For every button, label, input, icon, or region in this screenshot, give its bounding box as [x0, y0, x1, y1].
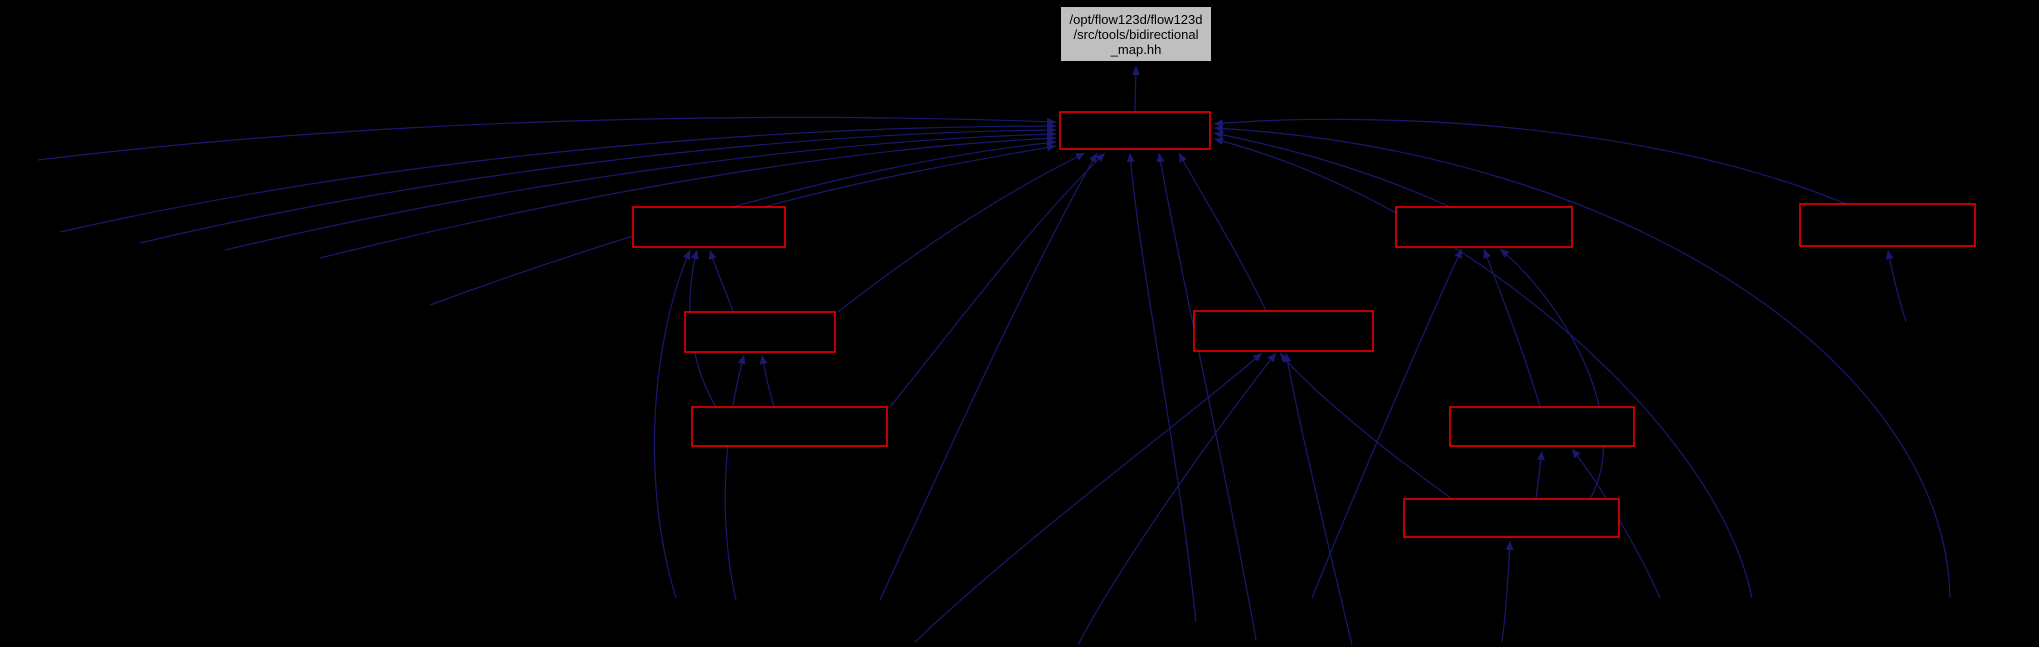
dependency-edge-bottom-to-center-d [914, 352, 1263, 643]
dependency-edge-bottom-to-right-e [1311, 248, 1463, 599]
dependency-edge-bottom-to-hub [879, 152, 1098, 601]
dependency-edge-offscreen-to-hub [429, 138, 1057, 306]
root-file-node: /opt/flow123d/flow123d /src/tools/bidire… [1060, 6, 1212, 62]
dependency-edge-offscreen-to-hub [319, 134, 1057, 259]
dependency-edge-bottom-to-hub [1126, 152, 1197, 623]
dependency-edge-bottom-to-right-h [1501, 540, 1514, 643]
graph-node-left-b[interactable] [684, 311, 836, 353]
dependency-edge-center-d-to-hub [1178, 152, 1267, 312]
dependency-edge-left-b-to-left-a [708, 249, 734, 313]
dependency-edge-bottom-to-left-b [724, 354, 746, 601]
dependency-edge-left-a-to-hub [763, 143, 1057, 208]
graph-node-left-c[interactable] [691, 406, 888, 447]
dependency-edge-right-h-to-right-g [1535, 450, 1545, 500]
dependency-edge-bottom-to-hub [1213, 137, 1753, 599]
dependency-edge-left-c-to-left-b [759, 354, 775, 408]
dependency-edge-offscreen-to-hub [59, 122, 1057, 233]
graph-node-center-d[interactable] [1193, 310, 1374, 352]
dependency-edge-bottom-to-hub [1213, 124, 1951, 599]
dependency-edge-offscreen-to-hub [224, 130, 1057, 251]
graph-node-far-right-f[interactable] [1799, 203, 1976, 247]
dependency-edge-right-g-to-right-e [1483, 248, 1541, 408]
dependency-edge-bottom-to-center-d [1283, 352, 1353, 646]
dependency-edge-bottom-to-hub [1156, 152, 1257, 641]
graph-node-hub[interactable] [1059, 111, 1211, 150]
root-file-path-line3: _map.hh [1110, 41, 1162, 57]
dependency-edge-bottom-to-center-d [1077, 352, 1277, 646]
dependency-edge-left-c-to-hub [889, 152, 1106, 408]
dependency-edge-offscreen-to-hub [37, 116, 1057, 161]
graph-node-right-e[interactable] [1395, 206, 1573, 248]
dependency-edge-below-to-far-right-f [1885, 249, 1907, 323]
dependency-edge-right-h-to-center-d [1279, 352, 1453, 500]
graph-node-right-h[interactable] [1403, 498, 1620, 538]
root-file-path-line1: /opt/flow123d/flow123d [1069, 11, 1203, 27]
dependency-edge-hub-to-root [1131, 65, 1140, 113]
root-file-path-line2: /src/tools/bidirectional [1073, 26, 1199, 42]
dependency-edge-bottom-to-left-a [653, 249, 691, 599]
graph-node-right-g[interactable] [1449, 406, 1635, 447]
dependency-edge-offscreen-to-hub [139, 126, 1057, 244]
graph-node-left-a[interactable] [632, 206, 786, 248]
dependency-edge-far-right-f-to-hub [1213, 118, 1847, 205]
edge-layer [37, 65, 1951, 646]
dependency-edge-left-b-to-hub [837, 152, 1086, 313]
node-layer [632, 111, 1976, 538]
dependency-edge-right-e-to-hub [1213, 130, 1451, 208]
dependency-edge-right-h-to-right-e [1499, 248, 1605, 500]
